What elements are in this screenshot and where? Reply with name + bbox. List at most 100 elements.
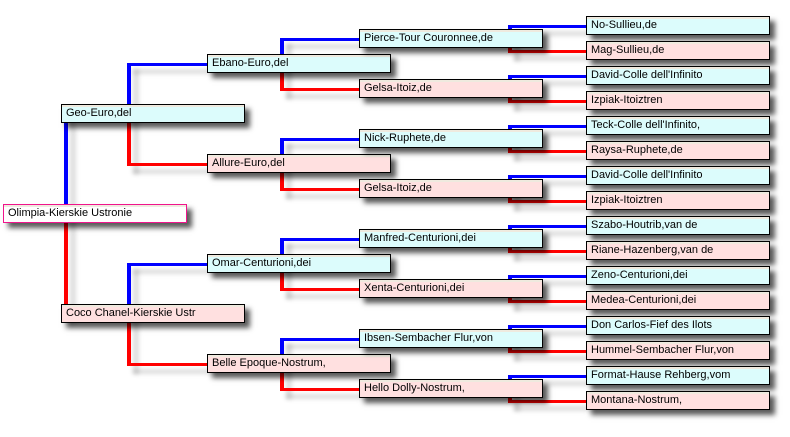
dam-connector xyxy=(280,287,359,291)
sire-box[interactable]: David-Colle dell'Infinito xyxy=(586,66,770,85)
dam-connector xyxy=(64,212,68,316)
dam-box[interactable]: Medea-Centurioni,dei xyxy=(586,291,770,310)
dam-box[interactable]: Coco Chanel-Kierskie Ustr xyxy=(61,304,245,323)
connector-shadow xyxy=(133,268,139,324)
sire-connector xyxy=(508,124,586,128)
sire-box[interactable]: Teck-Colle dell'Infinito, xyxy=(586,116,770,135)
connector-shadow xyxy=(514,130,594,136)
sire-connector xyxy=(280,37,284,66)
sire-connector xyxy=(127,62,131,116)
connector-shadow xyxy=(286,193,367,199)
sire-connector xyxy=(280,337,359,341)
connector-shadow xyxy=(133,68,139,124)
sire-box[interactable]: Geo-Euro,del xyxy=(61,104,245,123)
connector-shadow xyxy=(514,355,594,361)
dam-box[interactable]: Allure-Euro,del xyxy=(207,154,391,173)
sire-connector xyxy=(280,237,284,266)
sire-box[interactable]: Pierce-Tour Couronnee,de xyxy=(359,29,543,48)
dam-connector xyxy=(508,199,586,203)
sire-box[interactable]: No-Sullieu,de xyxy=(586,16,770,35)
sire-connector xyxy=(280,37,359,41)
connector-shadow xyxy=(514,30,594,36)
connector-shadow xyxy=(286,343,367,349)
sire-connector xyxy=(280,137,359,141)
dam-box[interactable]: Riane-Hazenberg,van de xyxy=(586,241,770,260)
dam-connector xyxy=(508,49,586,53)
dam-box[interactable]: Xenta-Centurioni,dei xyxy=(359,279,543,298)
connector-shadow xyxy=(286,393,367,399)
dam-connector xyxy=(127,162,207,166)
sire-box[interactable]: Nick-Ruphete,de xyxy=(359,129,543,148)
connector-shadow xyxy=(133,168,215,174)
dam-connector xyxy=(127,112,131,166)
dam-connector xyxy=(280,87,359,91)
dam-box[interactable]: Mag-Sullieu,de xyxy=(586,41,770,60)
connector-shadow xyxy=(133,368,215,374)
sire-connector xyxy=(280,137,284,166)
connector-shadow xyxy=(514,230,594,236)
sire-box[interactable]: Ebano-Euro,del xyxy=(207,54,391,73)
connector-shadow xyxy=(514,255,594,261)
dam-box[interactable]: Izpiak-Itoiztren xyxy=(586,191,770,210)
dam-connector xyxy=(280,362,284,391)
connector-shadow xyxy=(286,168,292,199)
sire-connector xyxy=(508,374,586,378)
dam-box[interactable]: Gelsa-Itoiz,de xyxy=(359,179,543,198)
connector-shadow xyxy=(514,105,594,111)
sire-connector xyxy=(508,324,586,328)
sire-box[interactable]: Szabo-Houtrib,van de xyxy=(586,216,770,235)
dam-box[interactable]: Belle Epoque-Nostrum, xyxy=(207,354,391,373)
dam-box[interactable]: Hummel-Sembacher Flur,von xyxy=(586,341,770,360)
sire-connector xyxy=(127,262,207,266)
connector-shadow xyxy=(514,80,594,86)
connector-shadow xyxy=(514,305,594,311)
connector-shadow xyxy=(286,293,367,299)
connector-shadow xyxy=(286,368,292,399)
connector-shadow xyxy=(70,118,76,224)
sire-box[interactable]: Zeno-Centurioni,dei xyxy=(586,266,770,285)
connector-shadow xyxy=(133,68,215,74)
dam-connector xyxy=(127,312,131,366)
dam-connector xyxy=(127,362,207,366)
sire-box[interactable]: Don Carlos-Fief des Ilots xyxy=(586,316,770,335)
sire-box[interactable]: Ibsen-Sembacher Flur,von xyxy=(359,329,543,348)
sire-connector xyxy=(280,237,359,241)
connector-shadow xyxy=(286,268,292,299)
sire-connector xyxy=(508,174,586,178)
sire-connector xyxy=(508,24,586,28)
connector-shadow xyxy=(514,405,594,411)
sire-box[interactable]: David-Colle dell'Infinito xyxy=(586,166,770,185)
sire-box[interactable]: Omar-Centurioni,dei xyxy=(207,254,391,273)
dam-connector xyxy=(280,262,284,291)
connector-shadow xyxy=(514,280,594,286)
connector-shadow xyxy=(133,268,215,274)
dam-box[interactable]: Montana-Nostrum, xyxy=(586,391,770,410)
sire-box[interactable]: Manfred-Centurioni,dei xyxy=(359,229,543,248)
sire-connector xyxy=(508,274,586,278)
sire-box[interactable]: Format-Hause Rehberg,vom xyxy=(586,366,770,385)
connector-shadow xyxy=(286,143,367,149)
dam-connector xyxy=(508,99,586,103)
dam-box[interactable]: Hello Dolly-Nostrum, xyxy=(359,379,543,398)
connector-shadow xyxy=(133,118,139,174)
dam-connector xyxy=(280,187,359,191)
sire-connector xyxy=(127,62,207,66)
sire-connector xyxy=(508,224,586,228)
dam-connector xyxy=(508,249,586,253)
dam-box[interactable]: Raysa-Ruphete,de xyxy=(586,141,770,160)
dam-connector xyxy=(280,62,284,91)
dam-connector xyxy=(280,387,359,391)
dam-connector xyxy=(280,162,284,191)
subject-box[interactable]: Olimpia-Kierskie Ustronie xyxy=(3,204,187,223)
connector-shadow xyxy=(514,180,594,186)
sire-connector xyxy=(508,74,586,78)
connector-shadow xyxy=(514,55,594,61)
connector-shadow xyxy=(70,218,76,324)
dam-box[interactable]: Gelsa-Itoiz,de xyxy=(359,79,543,98)
dam-box[interactable]: Izpiak-Itoiztren xyxy=(586,91,770,110)
connector-shadow xyxy=(133,318,139,374)
sire-connector xyxy=(127,262,131,316)
connector-shadow xyxy=(286,243,367,249)
connector-shadow xyxy=(514,155,594,161)
